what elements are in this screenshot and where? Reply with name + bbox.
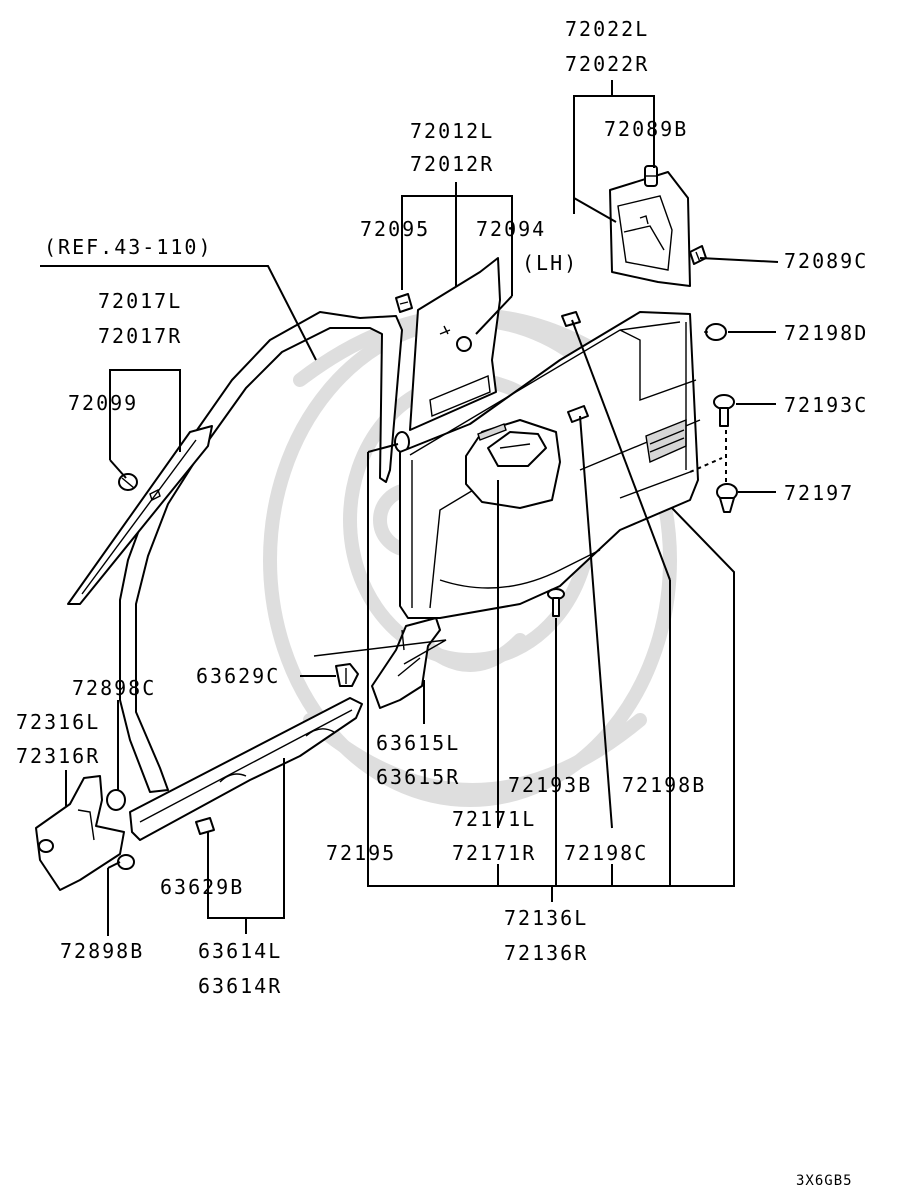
label-72171l: 72171L [452, 807, 536, 831]
label-72089b: 72089B [604, 117, 688, 141]
label-72012r: 72012R [410, 152, 494, 176]
label-72898b: 72898B [60, 939, 144, 963]
label-72022r: 72022R [565, 52, 649, 76]
screw-72193c-icon [713, 394, 735, 427]
label-ref-43-110: (REF.43-110) [44, 235, 213, 259]
label-72012l: 72012L [410, 119, 494, 143]
label-63614l: 63614L [198, 939, 282, 963]
label-72197: 72197 [784, 481, 854, 505]
label-72089c: 72089C [784, 249, 868, 273]
clip-72198c-icon [567, 405, 589, 423]
label-72171r: 72171R [452, 841, 536, 865]
label-lh: (LH) [522, 251, 578, 275]
label-72099: 72099 [68, 391, 138, 415]
label-72198b: 72198B [622, 773, 706, 797]
label-63615r: 63615R [376, 765, 460, 789]
label-72193b: 72193B [508, 773, 592, 797]
label-72017l: 72017L [98, 289, 182, 313]
clip-63629c-icon [335, 663, 359, 687]
label-72017r: 72017R [98, 324, 182, 348]
clip-63629b-icon [195, 817, 215, 835]
rear-pillar-trim [609, 171, 691, 287]
label-63614r: 63614R [198, 974, 282, 998]
grommet-72898c-icon [106, 789, 126, 811]
scuff-plate [129, 697, 363, 841]
clip-72898b-icon [117, 854, 135, 870]
label-63629b: 63629B [160, 875, 244, 899]
label-72022l: 72022L [565, 17, 649, 41]
label-72193c: 72193C [784, 393, 868, 417]
front-pillar-trim [67, 425, 213, 605]
clip-72197-icon [716, 483, 738, 513]
clip-72089b-icon [644, 165, 658, 187]
label-72198d: 72198D [784, 321, 868, 345]
label-72136l: 72136L [504, 906, 588, 930]
clip-72089c-icon [689, 245, 707, 265]
label-72898c: 72898C [72, 676, 156, 700]
label-72095: 72095 [360, 217, 430, 241]
label-63629c: 63629C [196, 664, 280, 688]
cup-holder [465, 419, 561, 509]
label-72136r: 72136R [504, 941, 588, 965]
clip-72095-icon [395, 293, 413, 313]
clip-72099-icon [118, 473, 138, 491]
clip-72198b-icon [561, 311, 581, 327]
door-opening-weatherstrip [119, 311, 403, 793]
label-72198c: 72198C [564, 841, 648, 865]
label-72316l: 72316L [16, 710, 100, 734]
screw-72193b-icon [547, 588, 565, 617]
kick-panel [35, 775, 125, 891]
label-63615l: 63615L [376, 731, 460, 755]
diagram-code: 3X6GB5 [796, 1173, 853, 1187]
part-number-labels: 72022L 72022R 72089B 72089C 72012L 72012… [16, 17, 868, 1187]
clip-72198d-icon [704, 323, 727, 341]
label-72195: 72195 [326, 841, 396, 865]
leader-lines [40, 80, 779, 936]
upper-quarter-trim [409, 257, 501, 431]
label-72316r: 72316R [16, 744, 100, 768]
label-72094: 72094 [476, 217, 546, 241]
